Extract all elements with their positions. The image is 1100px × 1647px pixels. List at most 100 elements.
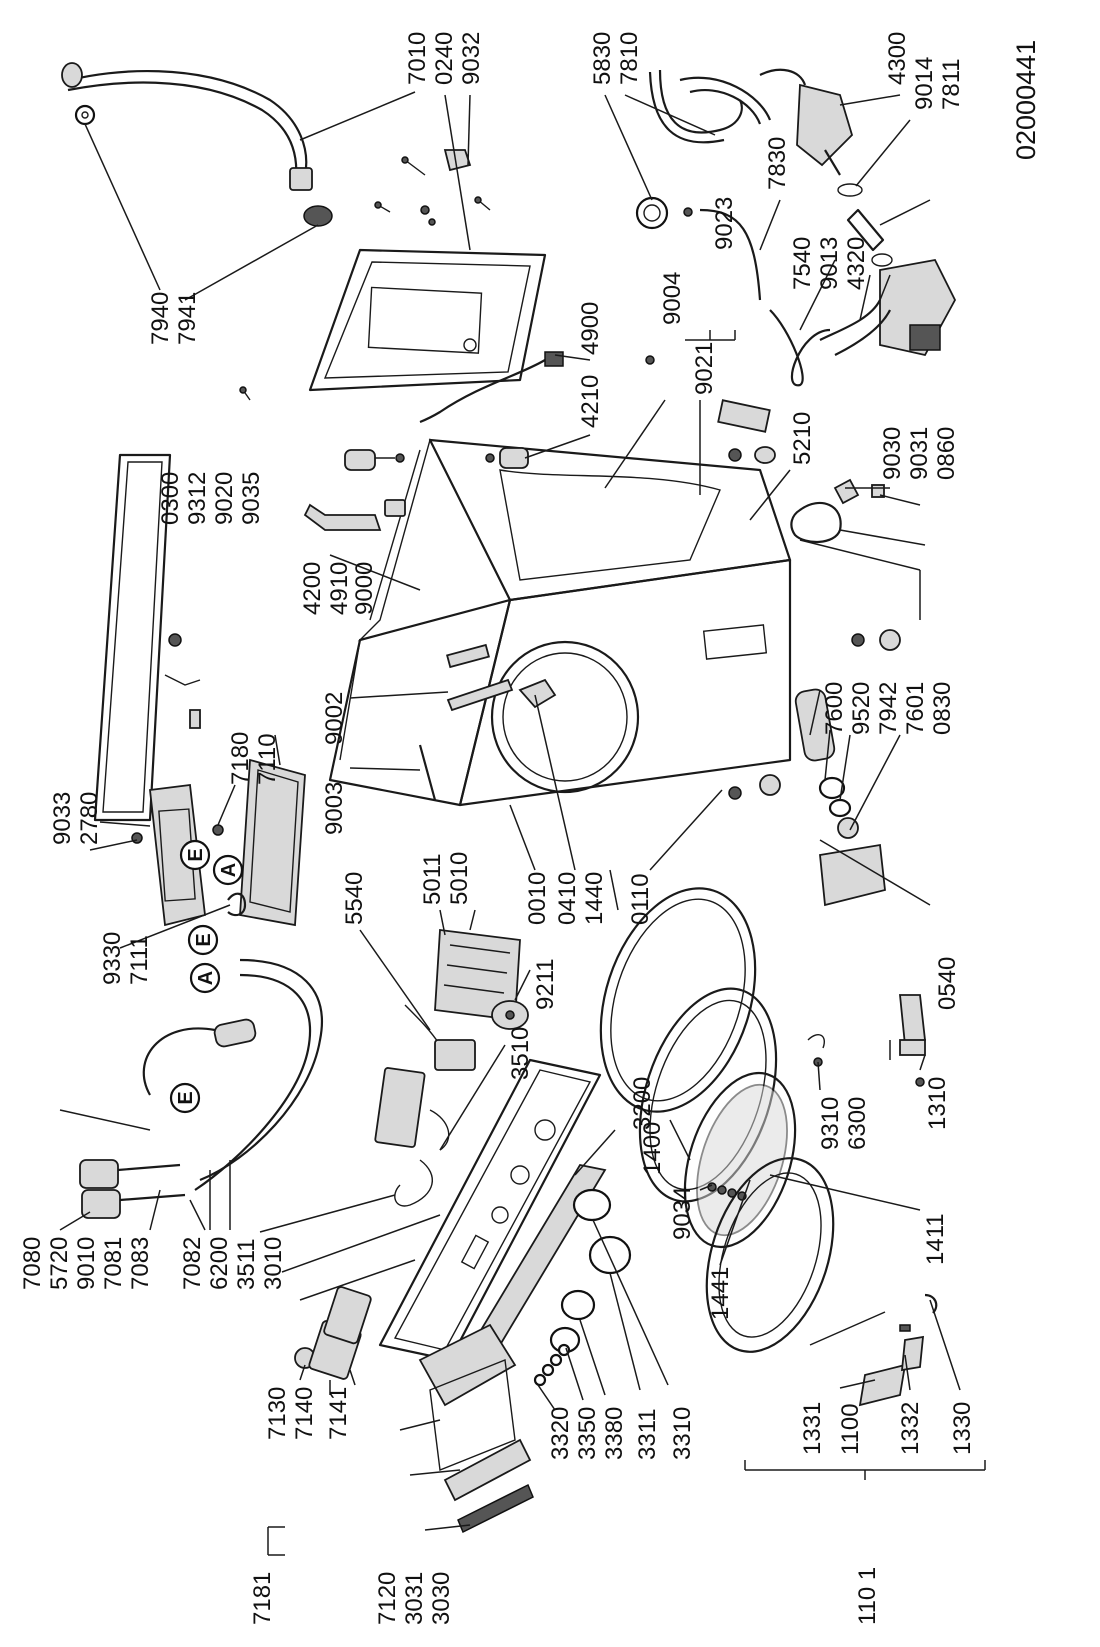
filter-7941: [303, 205, 333, 227]
foot-5210: [728, 446, 776, 464]
label-7120: 7120: [374, 1572, 401, 1625]
inlet-hose-7010: [61, 62, 313, 191]
clip-9330: [227, 892, 247, 917]
label-7141: 7141: [325, 1387, 352, 1440]
svg-text:E: E: [185, 848, 207, 861]
label-7111: 7111: [126, 935, 153, 985]
hose-7811: [846, 208, 885, 252]
label-7940: 7940: [147, 292, 174, 345]
switch-block-3511: [374, 1067, 450, 1151]
label-1330: 1330: [949, 1402, 976, 1455]
label-3031: 3031: [401, 1572, 428, 1625]
hose-7830: [683, 207, 762, 301]
marker-e-3: E: [169, 1082, 201, 1114]
label-9004: 9004: [659, 272, 686, 325]
service-flap-0540: [819, 843, 886, 907]
label-9033: 9033: [49, 792, 76, 845]
sump-4320: [871, 253, 957, 357]
buttons-3320: [533, 1343, 571, 1387]
marker-a-1: A: [212, 854, 244, 886]
label-9035: 9035: [238, 472, 265, 525]
part-labels: 02000441 7940 7941 7010 0240 9032 5830 7…: [19, 32, 1041, 1625]
label-0110: 0110: [627, 873, 654, 925]
bracket-9002: [446, 678, 514, 712]
label-9002: 9002: [321, 692, 348, 745]
label-1332: 1332: [897, 1402, 924, 1455]
label-9032: 9032: [458, 32, 485, 85]
label-9010: 9010: [73, 1237, 100, 1290]
pump-4300: [759, 68, 854, 176]
hose-7081-7082-7083: [142, 958, 323, 1191]
seals-9520-7942-7601: [818, 776, 859, 839]
label-7083: 7083: [127, 1237, 154, 1290]
label-1411: 1411: [922, 1213, 949, 1265]
label-3030: 3030: [428, 1572, 455, 1625]
label-7180: 7180: [227, 732, 254, 785]
label-7810: 7810: [616, 32, 643, 85]
door-handle-1100: [858, 1293, 938, 1407]
label-3380: 3380: [601, 1407, 628, 1460]
label-0240: 0240: [431, 32, 458, 85]
hinge-parts-9312-9020-9035: [164, 633, 201, 729]
label-4900: 4900: [577, 302, 604, 355]
diagram-code: 02000441: [1011, 40, 1041, 160]
label-3200: 3200: [629, 1077, 656, 1130]
svg-text:E: E: [175, 1091, 197, 1104]
label-9003: 9003: [321, 782, 348, 835]
screws-9034: [707, 1182, 747, 1201]
label-9312: 9312: [184, 472, 211, 525]
label-0300: 0300: [157, 472, 184, 525]
label-0860: 0860: [933, 427, 960, 480]
label-7110: 7110: [254, 733, 281, 785]
label-7080: 7080: [19, 1237, 46, 1290]
label-9021: 9021: [691, 342, 718, 395]
label-5720: 5720: [46, 1237, 73, 1290]
ring-0860: [790, 501, 842, 543]
label-4200: 4200: [299, 562, 326, 615]
door-frame-1441: [705, 1157, 835, 1353]
label-7081: 7081: [100, 1237, 127, 1290]
label-7010: 7010: [404, 32, 431, 85]
label-7811: 7811: [938, 58, 965, 110]
cabinet-0010: [328, 438, 792, 807]
capacitor-4200: [344, 449, 405, 471]
feet-0110-0830: [728, 629, 901, 800]
washer-7940: [74, 104, 96, 126]
label-9023: 9023: [711, 197, 738, 250]
label-7181: 7181: [249, 1572, 276, 1625]
label-0410: 0410: [554, 872, 581, 925]
label-0010: 0010: [524, 872, 551, 925]
bracket-9000: [303, 503, 382, 531]
seal-0410: [518, 678, 557, 709]
label-9330: 9330: [99, 932, 126, 985]
label-1400: 1400: [639, 1122, 666, 1175]
label-3320: 3320: [547, 1407, 574, 1460]
bracket-9032: [443, 149, 472, 172]
marker-e-1: E: [179, 839, 211, 871]
inlet-valve-7080: [79, 1159, 186, 1219]
label-5010: 5010: [446, 852, 473, 905]
bracket-4910: [384, 499, 406, 517]
back-panel-0240: [308, 248, 547, 392]
label-5830: 5830: [589, 32, 616, 85]
label-5011: 5011: [419, 853, 446, 905]
svg-text:E: E: [193, 933, 215, 946]
label-1441: 1441: [707, 1267, 734, 1320]
label-4320: 4320: [843, 237, 870, 290]
label-3350: 3350: [574, 1407, 601, 1460]
label-1440: 1440: [581, 872, 608, 925]
latch-9030: [833, 478, 860, 505]
label-5540: 5540: [341, 872, 368, 925]
svg-text:A: A: [195, 971, 217, 985]
pump-cover-5830: [635, 196, 669, 230]
screws-top: [239, 156, 491, 401]
label-5210: 5210: [789, 412, 816, 465]
lid-0300: [93, 453, 172, 822]
label-9211: 9211: [532, 958, 559, 1010]
drain-hose-7810: [648, 69, 772, 144]
label-0540: 0540: [934, 957, 961, 1010]
bracket-9023: [717, 399, 771, 433]
drawer-parts-7130-7140-7141: [294, 1286, 372, 1380]
label-7130: 7130: [264, 1387, 291, 1440]
label-3010: 3010: [260, 1237, 287, 1290]
